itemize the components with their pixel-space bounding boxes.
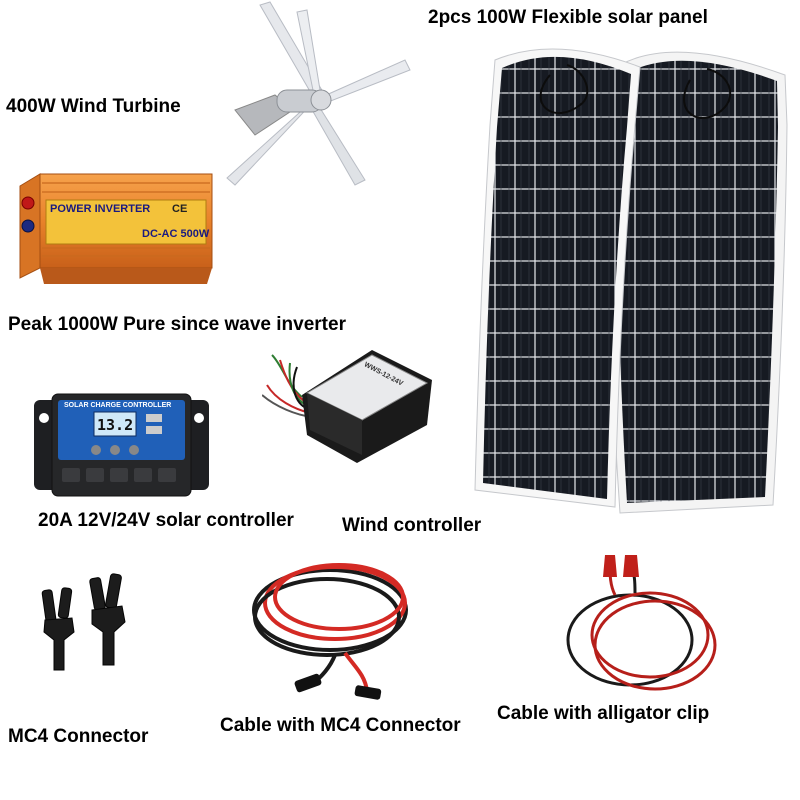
inverter-image: POWER INVERTER CE DC-AC 500W <box>12 168 217 288</box>
solar-controller-image: SOLAR CHARGE CONTROLLER 13.2 <box>34 390 209 500</box>
mc4-connector-label: MC4 Connector <box>8 726 149 747</box>
cable-alligator-image <box>566 555 717 691</box>
cable-mc4-label: Cable with MC4 Connector <box>220 715 461 736</box>
wind-controller-label: Wind controller <box>342 515 482 536</box>
cable-mc4-image <box>252 563 408 700</box>
solar-panel-front <box>474 48 641 508</box>
solar-controller-label: 20A 12V/24V solar controller <box>38 510 294 531</box>
solar-panel-back <box>608 51 788 514</box>
solar-panels-image <box>474 48 788 514</box>
cable-alligator-label: Cable with alligator clip <box>497 703 710 724</box>
inverter-model-text: DC-AC 500W <box>142 228 210 240</box>
inverter-ce-text: CE <box>172 203 188 215</box>
solar-panel-label: 2pcs 100W Flexible solar panel <box>428 7 708 28</box>
turbine-hub <box>310 89 332 111</box>
turbine-blades <box>226 1 411 186</box>
wind-controller-image: WWS-12-24V <box>261 345 437 465</box>
wind-turbine-label: 400W Wind Turbine <box>6 96 181 117</box>
alligator-clip-icons <box>603 555 639 577</box>
inverter-label: Peak 1000W Pure since wave inverter <box>8 314 346 335</box>
panel-junction-cables <box>539 64 732 119</box>
wind-turbine-image <box>226 1 411 186</box>
inverter-brand-text: POWER INVERTER <box>50 203 151 215</box>
controller-header-text: SOLAR CHARGE CONTROLLER <box>64 402 172 409</box>
controller-display-value: 13.2 <box>97 416 134 434</box>
mc4-connector-image <box>41 573 126 671</box>
